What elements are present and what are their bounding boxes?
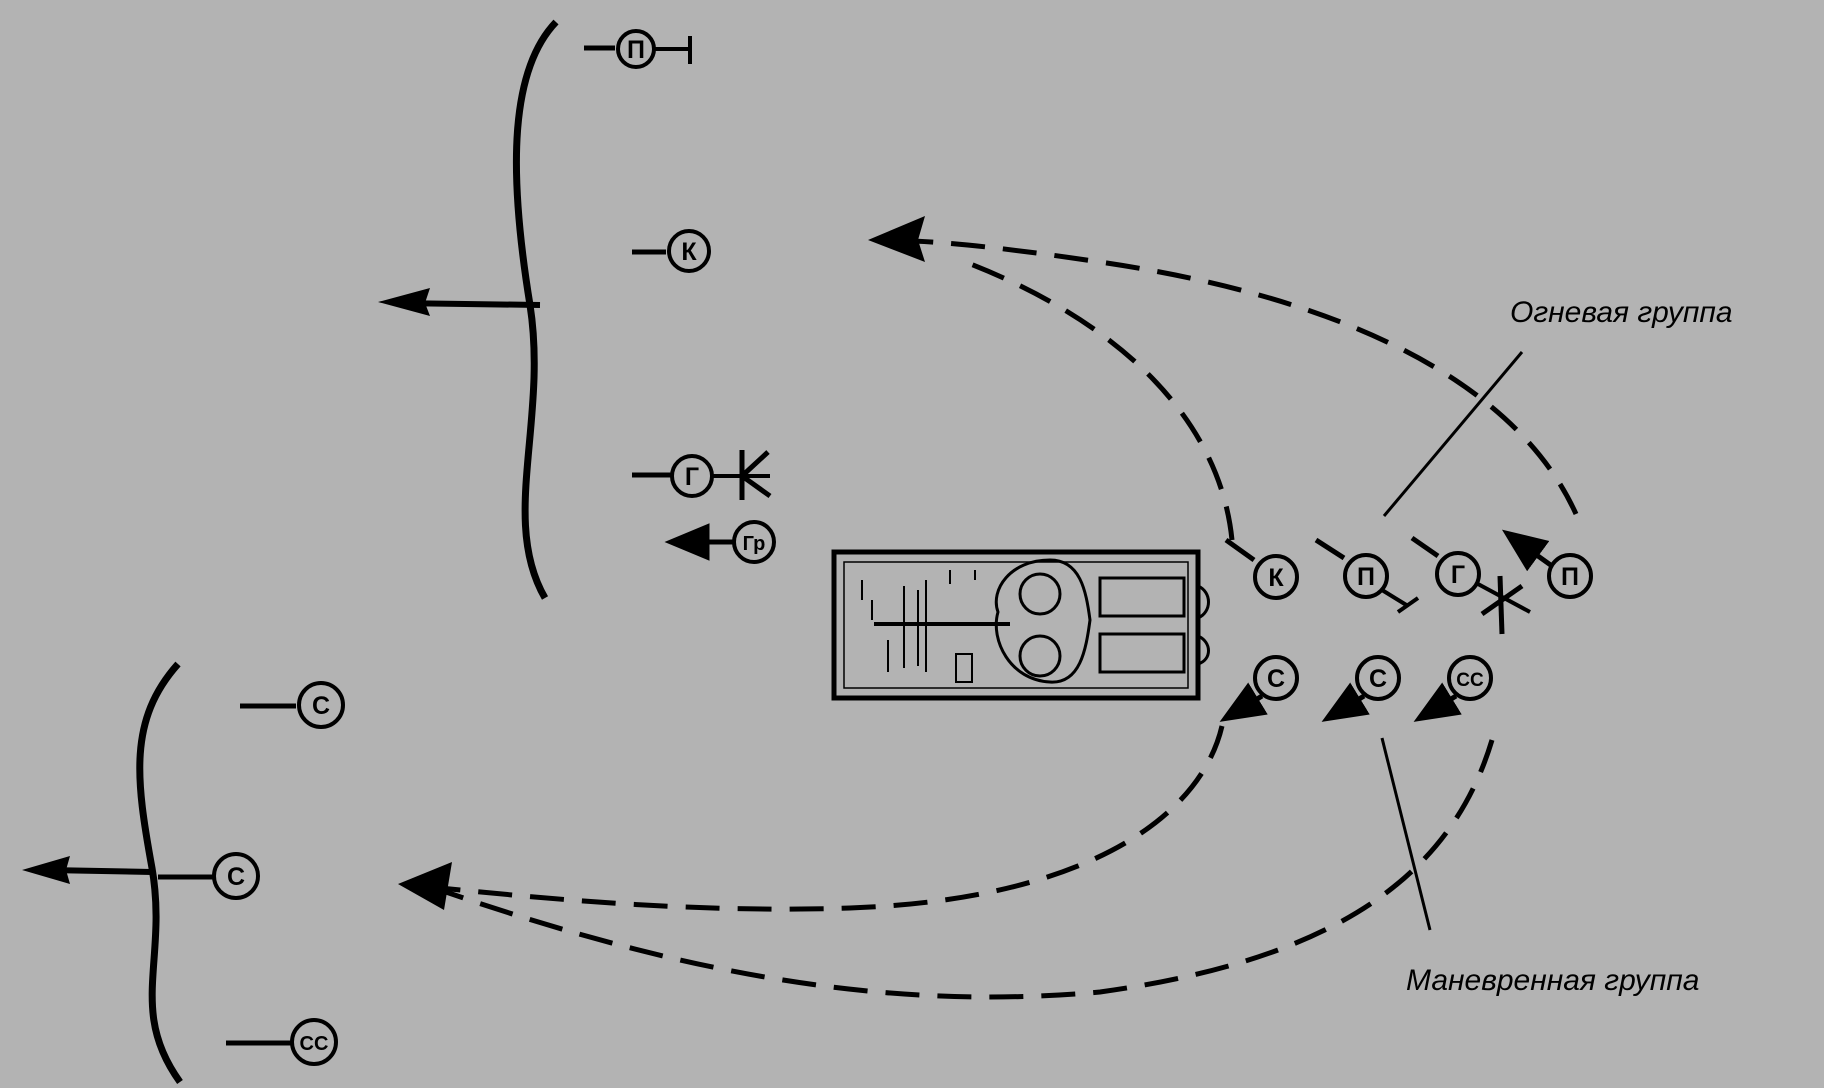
maneuver-group-callout: Маневренная группа [1380,737,1699,997]
symbol-pu-rear: П [1501,529,1593,599]
symbol-gr-top: Гр [664,520,776,564]
symbol-s-rear-3: СС [1413,655,1493,722]
symbol-pu-rear-label: П [1561,563,1579,591]
fire-group-label: Огневая группа [1510,296,1733,329]
maneuver-group-outer-path [439,739,1495,1000]
symbol-k-rear-label: К [1268,564,1284,592]
symbol-k-rear: К [1224,537,1299,600]
symbol-p-top-label: П [627,36,645,64]
upper-group [378,19,559,600]
upper-advance-arrowhead [378,288,430,316]
symbol-k-top: К [632,229,711,273]
maneuver-group-inner-path [439,725,1225,912]
symbol-ss-lower-label: СС [300,1033,329,1055]
symbol-p-rear: П [1314,537,1420,614]
vehicle-turret [994,558,1092,684]
fire-group-arrowhead [868,216,925,262]
symbol-g-rear-label: Г [1451,561,1465,589]
symbol-s-lower-2-label: С [227,863,245,891]
upper-brace [512,19,559,600]
lower-advance-arrowhead [22,856,70,884]
symbol-s-rear-2: С [1321,655,1401,722]
combat-vehicle [831,549,1210,701]
symbol-p-top: П [584,29,692,69]
symbol-s-lower-2: С [158,852,260,900]
fire-group-leader-line [1382,351,1524,517]
symbol-gr-top-label: Гр [743,533,766,555]
symbol-p-rear-label: П [1357,563,1375,591]
lower-brace [136,661,183,1085]
symbol-s-rear-1: С [1219,655,1299,722]
maneuver-group-arrowhead [398,862,452,910]
symbol-k-top-label: К [681,238,697,266]
symbol-g-rear: Г [1410,535,1531,635]
fire-group-outer-path [879,237,1579,516]
symbol-g-top: Г [632,450,772,500]
maneuver-group-label: Маневренная группа [1406,964,1699,997]
symbol-s-rear-1-label: С [1267,665,1285,693]
symbol-s-rear-3-label: СС [1456,670,1484,691]
fire-group-inner-path [959,257,1235,541]
fire-group-callout: Огневая группа [1382,296,1733,517]
vehicle-hull [831,549,1201,701]
symbol-s-lower-1: С [240,681,345,729]
dashed-paths [439,237,1579,1000]
symbol-ss-lower: СС [226,1018,338,1066]
lower-group [22,661,183,1085]
symbol-g-top-label: Г [685,463,699,491]
symbol-s-rear-2-label: С [1369,665,1387,693]
maneuver-group-leader-line [1380,737,1432,931]
symbol-s-lower-1-label: С [312,692,330,720]
